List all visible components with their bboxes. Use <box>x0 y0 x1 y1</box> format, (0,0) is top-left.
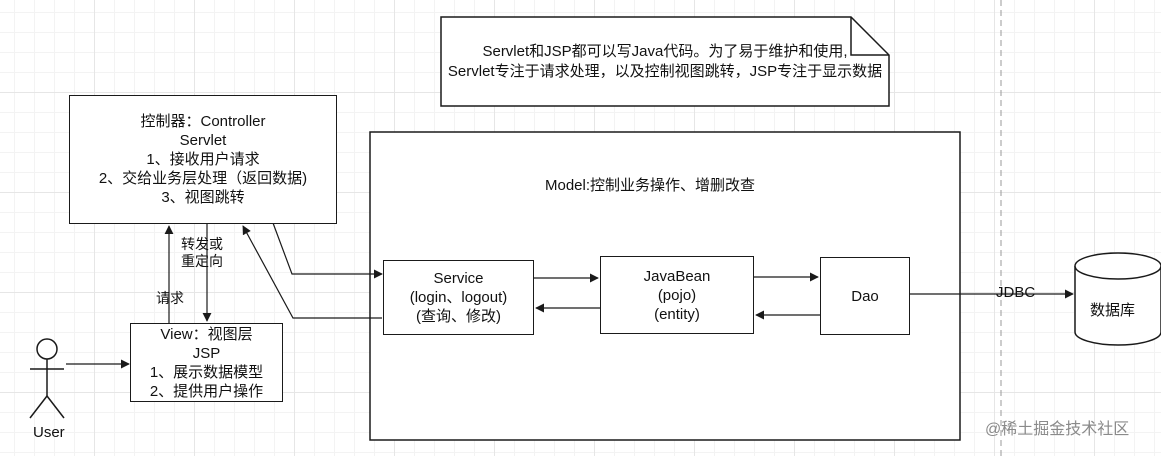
user-actor <box>29 338 65 419</box>
service-line-1: Service <box>433 270 484 287</box>
edge-label-jdbc: JDBC <box>996 284 1036 301</box>
controller-line-5: 3、视图跳转 <box>161 189 245 206</box>
javabean-box: JavaBean (pojo) (entity) <box>600 256 754 334</box>
controller-line-3: 1、接收用户请求 <box>146 151 260 168</box>
view-line-1: View：视图层 <box>160 325 253 343</box>
note-line-1: Servlet和JSP都可以写Java代码。为了易于维护和使用, <box>482 43 848 60</box>
note-line-2: Servlet专注于请求处理，以及控制视图跳转，JSP专注于显示数据 <box>447 63 883 80</box>
dao-box: Dao <box>820 257 910 335</box>
edge-label-request: 请求 <box>156 290 184 306</box>
controller-line-2: Servlet <box>179 132 227 149</box>
view-line-3: 1、展示数据模型 <box>149 363 264 381</box>
database-label: 数据库 <box>1090 302 1136 319</box>
note-shape <box>440 16 890 107</box>
user-label: User <box>33 424 65 441</box>
service-box: Service (login、logout) (查询、修改) <box>383 260 534 335</box>
edge-label-forward-line-1: 转发或 <box>181 236 223 252</box>
edge-service-to-controller <box>242 225 382 319</box>
edge-label-forward-line-2: 重定向 <box>181 253 223 269</box>
model-title: Model:控制业务操作、增删改查 <box>545 177 756 194</box>
edge-controller-to-service <box>272 222 383 279</box>
dao-label: Dao <box>851 287 879 305</box>
controller-line-1: 控制器：Controller <box>140 113 266 130</box>
javabean-line-1: JavaBean <box>643 267 711 285</box>
database-cylinder <box>1074 252 1161 346</box>
javabean-line-3: (entity) <box>654 305 700 323</box>
view-line-2: JSP <box>192 344 221 362</box>
note-text: Servlet和JSP都可以写Java代码。为了易于维护和使用, Servlet… <box>441 42 889 82</box>
view-line-4: 2、提供用户操作 <box>149 382 264 400</box>
controller-line-4: 2、交给业务层处理（返回数据) <box>98 170 308 187</box>
service-line-3: (查询、修改) <box>416 308 501 325</box>
watermark: @稀土掘金技术社区 <box>985 421 1130 438</box>
controller-box: 控制器：Controller Servlet 1、接收用户请求 2、交给业务层处… <box>69 95 337 224</box>
service-line-2: (login、logout) <box>409 289 508 306</box>
view-box: View：视图层 JSP 1、展示数据模型 2、提供用户操作 <box>130 323 283 402</box>
edge-label-forward: 转发或 重定向 <box>181 236 223 270</box>
javabean-line-2: (pojo) <box>657 286 697 304</box>
